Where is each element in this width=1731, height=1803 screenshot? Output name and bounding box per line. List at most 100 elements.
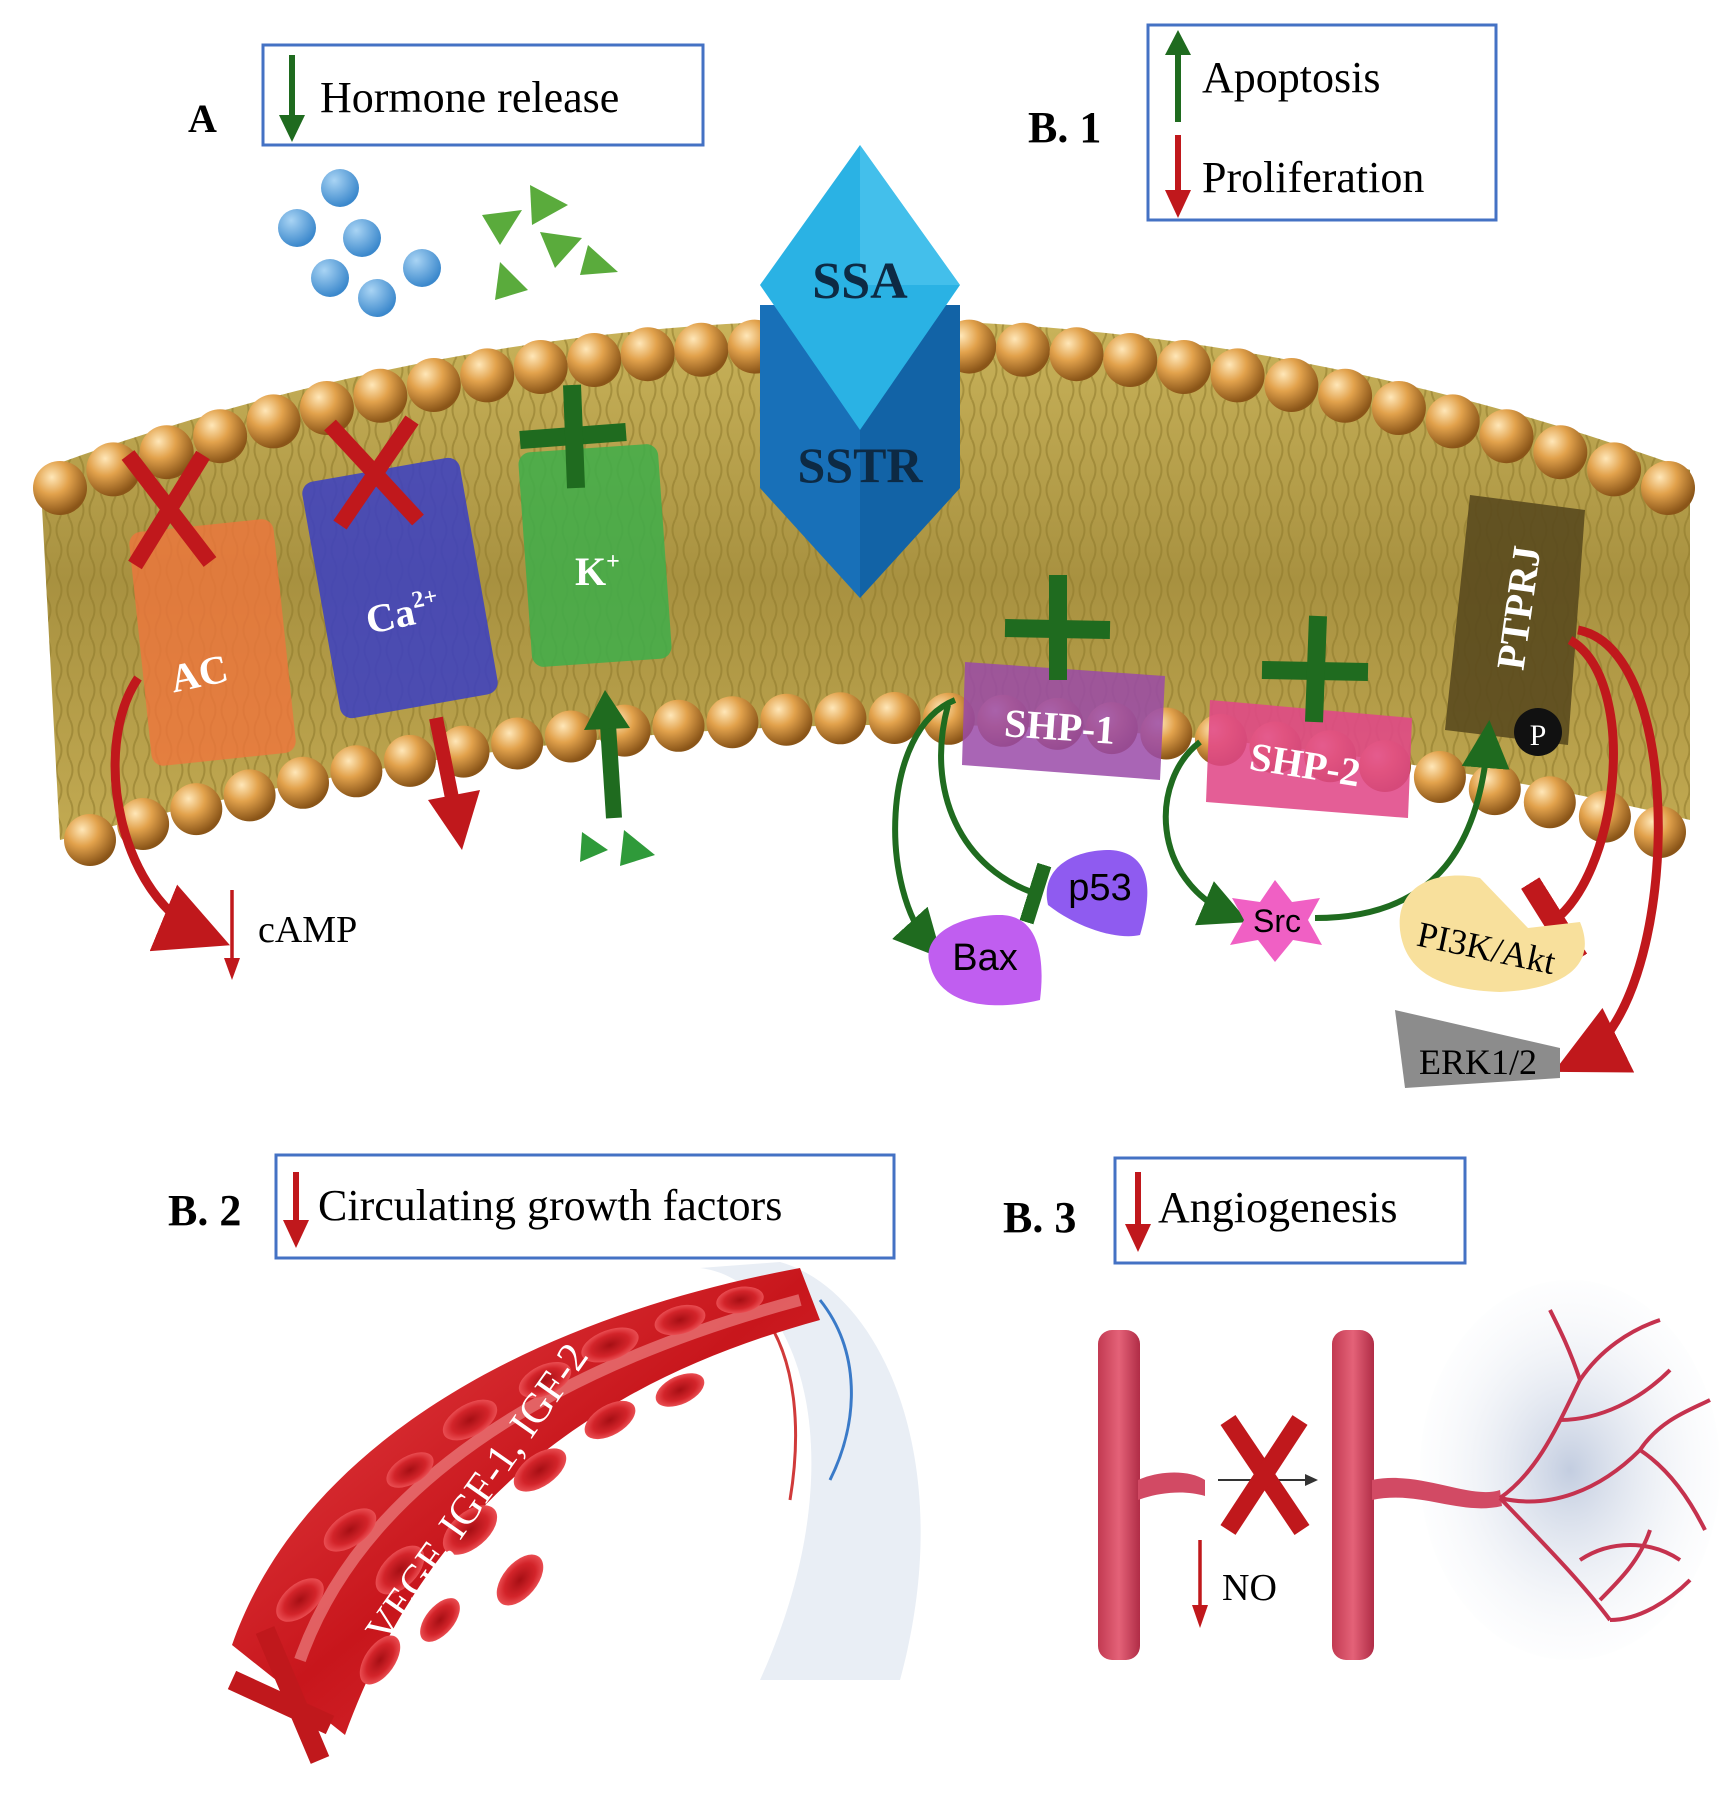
panel-b3: B. 3 Angiogenesis NO: [1003, 1156, 1720, 1660]
ca-label: Ca2+: [362, 583, 444, 643]
calcium-influx-decrease-arrow: [428, 716, 480, 850]
lipid-head: [620, 327, 675, 382]
down-arrow-icon: [1192, 1540, 1208, 1628]
shp2-phosphatase: SHP-2: [1206, 700, 1412, 818]
apoptosis-proliferation-box: [1146, 23, 1498, 222]
red-blood-cell: [386, 1452, 434, 1488]
capillary-branch: [1498, 1379, 1582, 1500]
hormone-granules: [278, 169, 441, 317]
lipid-head: [674, 322, 729, 377]
red-blood-cell: [716, 1286, 764, 1314]
capillary-branch: [1559, 1368, 1672, 1422]
ac-to-camp-arrow: [110, 675, 230, 952]
pi3k-akt-protein: PI3K/Akt: [1399, 875, 1585, 992]
capillary-branch: [1548, 1309, 1582, 1381]
lipid-head: [406, 358, 461, 412]
lipid-head: [383, 734, 436, 787]
lipid-head: [223, 769, 276, 822]
ptprj-phosphatase: PTPRJ P: [1445, 495, 1585, 756]
panel-b1: B. 1 Apoptosis Proliferation SHP-1 SHP-2: [892, 23, 1663, 1088]
adenylyl-cyclase-channel: AC: [129, 519, 296, 766]
capillary-branch: [1598, 1529, 1652, 1602]
red-blood-cell: [518, 1361, 572, 1399]
lipid-head: [995, 322, 1050, 377]
lipid-head: [1641, 461, 1695, 515]
lipid-head: [814, 692, 867, 745]
shp1-to-bax-arrow: [892, 697, 957, 959]
lipid-head: [1523, 776, 1576, 829]
potassium-ions: [580, 830, 655, 866]
lipid-head: [86, 442, 141, 497]
activation-plus-icon: [519, 384, 627, 489]
phosphate-badge: [1514, 708, 1562, 756]
camp-label: cAMP: [258, 909, 357, 951]
shp1-to-p53-arrow: [938, 704, 1052, 925]
red-blood-cells: [276, 1286, 764, 1685]
lipid-head: [760, 693, 813, 746]
lipid-head: [193, 409, 248, 464]
src-to-ptprj-arrow: [1314, 720, 1510, 921]
ssa-highlight: [860, 145, 960, 285]
lipid-head: [1587, 442, 1642, 497]
inhibition-x-icon: [1220, 1414, 1310, 1536]
no-label: NO: [1222, 1567, 1277, 1609]
panel-b1-label: B. 1: [1028, 103, 1101, 152]
lipid-head: [1264, 358, 1319, 412]
activation-plus-icon: [1261, 615, 1369, 723]
red-blood-cell: [420, 1598, 460, 1642]
lipid-head: [1371, 381, 1426, 435]
lipid-head: [513, 340, 568, 394]
lipid-head: [277, 756, 329, 809]
capillary-branch: [1609, 1578, 1692, 1622]
lipid-head: [246, 394, 301, 449]
hormone-release-text: Hormone release: [320, 73, 619, 122]
lipid-head: [868, 692, 921, 744]
panel-b3-label: B. 3: [1003, 1193, 1076, 1242]
growth-factors-box: [274, 1153, 896, 1260]
lipid-head: [544, 710, 597, 763]
lipid-head: [652, 699, 705, 752]
red-blood-cell: [375, 1545, 425, 1595]
capillary-branch: [1578, 1543, 1682, 1562]
panel-b2-label: B. 2: [168, 1186, 241, 1235]
p53-protein: p53: [1046, 850, 1148, 937]
angiogenesis-text: Angiogenesis: [1158, 1183, 1398, 1232]
sstr-label: SSTR: [797, 437, 923, 493]
lipid-head: [1318, 368, 1373, 423]
shp1-phosphatase: SHP-1: [962, 662, 1165, 780]
capillary-branch: [1498, 1496, 1612, 1622]
bax-label: Bax: [952, 937, 1017, 979]
hormone-triangles: [482, 185, 618, 300]
src-label: Src: [1253, 903, 1301, 939]
lipid-head: [1049, 327, 1104, 382]
down-arrow-icon: [224, 890, 240, 980]
lipid-head: [33, 461, 87, 515]
lipid-head: [1479, 409, 1534, 464]
k-label: K+: [575, 549, 620, 594]
red-blood-cell: [581, 1327, 639, 1363]
lipid-head: [922, 692, 975, 745]
outer-lipid-heads: [33, 317, 1695, 515]
angiogenesis-box: [1113, 1156, 1467, 1265]
panel-a: A Hormone release AC: [110, 43, 705, 980]
lipid-head: [1425, 394, 1480, 449]
calcium-channel: Ca2+: [302, 457, 498, 719]
red-blood-cell: [584, 1400, 636, 1440]
lipid-head: [139, 425, 194, 480]
inhibition-x-icon: [121, 450, 217, 570]
red-blood-cell: [442, 1399, 498, 1441]
red-blood-cell: [442, 1505, 498, 1555]
inhibition-x-icon: [227, 1626, 335, 1764]
erk-protein: ERK1/2: [1395, 1010, 1560, 1088]
lipid-head: [299, 381, 354, 435]
lipid-head: [170, 783, 223, 836]
lipid-head: [460, 348, 515, 403]
lipid-head: [330, 745, 383, 798]
apoptosis-text: Apoptosis: [1202, 53, 1380, 102]
red-blood-cell: [323, 1508, 377, 1552]
down-arrow-icon: [283, 1172, 309, 1248]
p53-label: p53: [1068, 867, 1131, 909]
ssa-label: SSA: [812, 253, 908, 310]
down-arrow-icon: [279, 55, 305, 142]
